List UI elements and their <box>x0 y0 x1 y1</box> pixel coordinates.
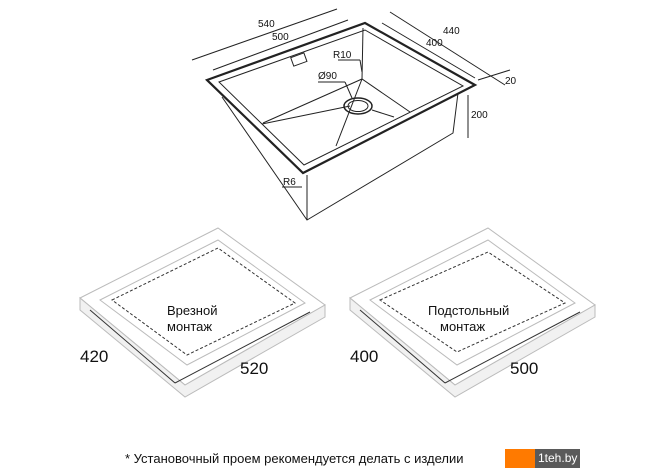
flush-mount-length: 520 <box>240 359 268 378</box>
flush-mount-title: Врезной <box>167 303 217 318</box>
sink-drawing <box>204 21 478 221</box>
undermount-width: 400 <box>350 347 378 366</box>
dim-20: 20 <box>505 76 517 87</box>
dim-500: 500 <box>272 32 289 43</box>
flush-mount-width: 420 <box>80 347 108 366</box>
dim-400: 400 <box>426 38 443 49</box>
dim-540: 540 <box>258 19 275 30</box>
undermount-subtitle: монтаж <box>440 319 485 334</box>
undermount-title: Подстольный <box>428 303 509 318</box>
dim-r10: R10 <box>333 50 352 61</box>
undermount-length: 500 <box>510 359 538 378</box>
dim-200: 200 <box>471 110 488 121</box>
dim-440: 440 <box>443 26 460 37</box>
dim-drain: Ø90 <box>318 71 337 82</box>
watermark: 1teh.by <box>505 449 580 468</box>
watermark-accent <box>505 449 535 468</box>
dimension-lines <box>191 8 511 188</box>
watermark-text: 1teh.by <box>535 449 580 468</box>
dim-r6: R6 <box>283 177 296 188</box>
undermount-tray <box>349 227 596 398</box>
flush-mount-subtitle: монтаж <box>167 319 212 334</box>
flush-mount-tray <box>79 227 326 398</box>
footnote: * Установочный проем рекомендуется делат… <box>125 451 464 466</box>
